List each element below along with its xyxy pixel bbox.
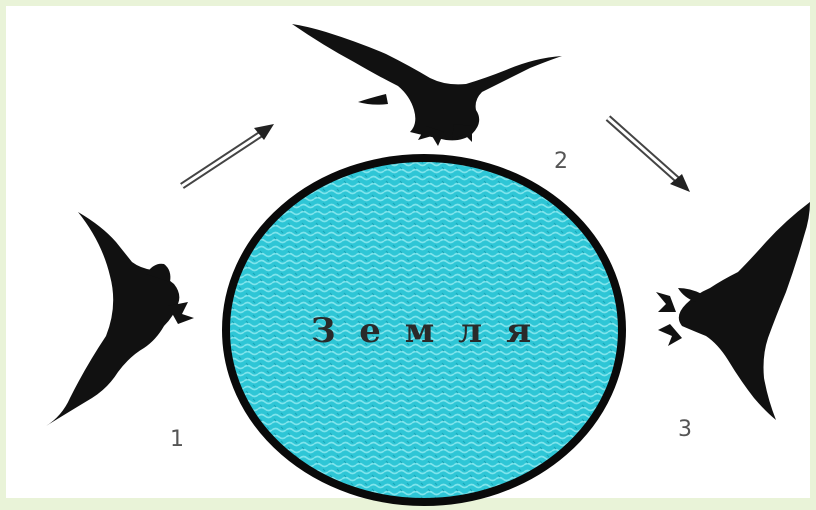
position-number-1: 1 <box>170 427 184 452</box>
arrow-down-right <box>608 118 690 192</box>
eagle-icon-3 <box>656 202 810 420</box>
diagram-canvas: З е м л я 1 2 3 <box>6 6 816 510</box>
position-number-2: 2 <box>554 149 568 174</box>
diagram-frame: З е м л я 1 2 3 <box>6 6 810 498</box>
eagle-icon-1 <box>46 212 194 426</box>
arrow-up-right <box>182 124 274 186</box>
position-number-3: 3 <box>678 417 692 442</box>
earth-label: З е м л я <box>311 311 537 351</box>
eagle-icon-2 <box>292 24 562 146</box>
earth-globe: З е м л я <box>226 158 622 502</box>
